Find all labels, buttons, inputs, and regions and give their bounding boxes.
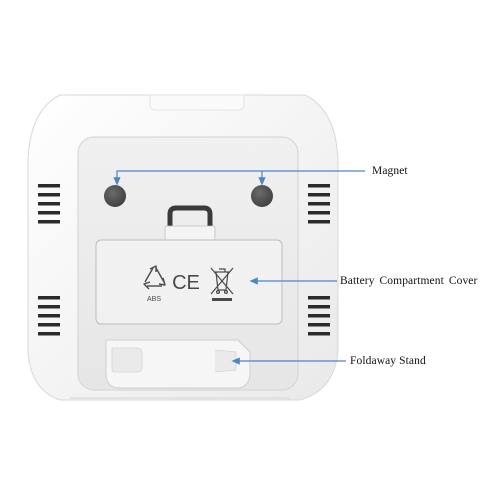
magnet-leader-line xyxy=(113,170,365,186)
right-vents-upper xyxy=(308,184,330,224)
weee-bin-icon xyxy=(210,267,234,301)
recycle-icon xyxy=(143,265,166,290)
foldaway-stand-label: Foldaway Stand xyxy=(350,355,426,367)
battery-cover-label: Battery Compartment Cover xyxy=(340,275,478,287)
right-vents-lower xyxy=(308,296,330,336)
magnet-label: Magnet xyxy=(372,165,408,177)
ce-mark-icon: CE xyxy=(172,272,200,294)
recycle-code-label: ABS xyxy=(147,296,161,303)
left-vents-upper xyxy=(38,184,60,224)
left-vents-lower xyxy=(38,296,60,336)
magnet-left xyxy=(104,185,126,207)
magnet-right xyxy=(251,185,273,207)
foldaway-stand xyxy=(105,339,251,389)
battery-compartment-cover xyxy=(95,239,283,325)
battery-cover-latch xyxy=(164,205,216,241)
